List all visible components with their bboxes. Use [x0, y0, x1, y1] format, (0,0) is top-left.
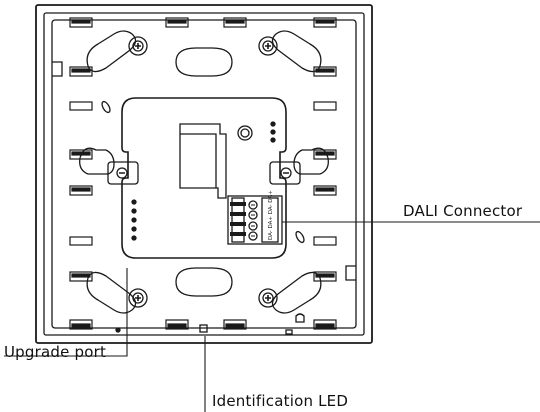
- top-oval-slot: [175, 47, 233, 77]
- bottom-oval-slot: [175, 267, 233, 297]
- upgrade-port-leader: [4, 268, 128, 357]
- internal-block: [179, 121, 276, 199]
- right-ear-tab: [269, 161, 301, 185]
- inner-frame: [43, 12, 365, 336]
- small-markers: [101, 100, 305, 244]
- corner-slots: [86, 30, 322, 314]
- dali-terminal-marks: DA- DA+ DA- DA+: [268, 190, 274, 240]
- right-notch-bottom: [345, 265, 356, 281]
- screw-holes: [128, 36, 278, 308]
- dali-connector-label: DALI Connector: [403, 202, 523, 220]
- dali-connector: DA- DA+ DA- DA+: [227, 190, 283, 245]
- left-ear-tab: [107, 161, 139, 185]
- bottom-clips: [69, 319, 337, 330]
- left-side-clips: [69, 66, 93, 282]
- leader-lines: [4, 221, 540, 412]
- outer-frame: [35, 4, 373, 344]
- upgrade-port-pins: [131, 199, 137, 241]
- upgrade-port-label: Upgrade port: [4, 343, 107, 361]
- mounting-plate: [51, 19, 357, 329]
- side-slots: [79, 147, 329, 175]
- identification-led-label: Identification LED: [212, 392, 349, 410]
- bottom-edge-marks: [115, 313, 305, 335]
- module-body: [121, 97, 287, 259]
- top-clips: [69, 17, 337, 28]
- left-notch-top: [52, 61, 63, 77]
